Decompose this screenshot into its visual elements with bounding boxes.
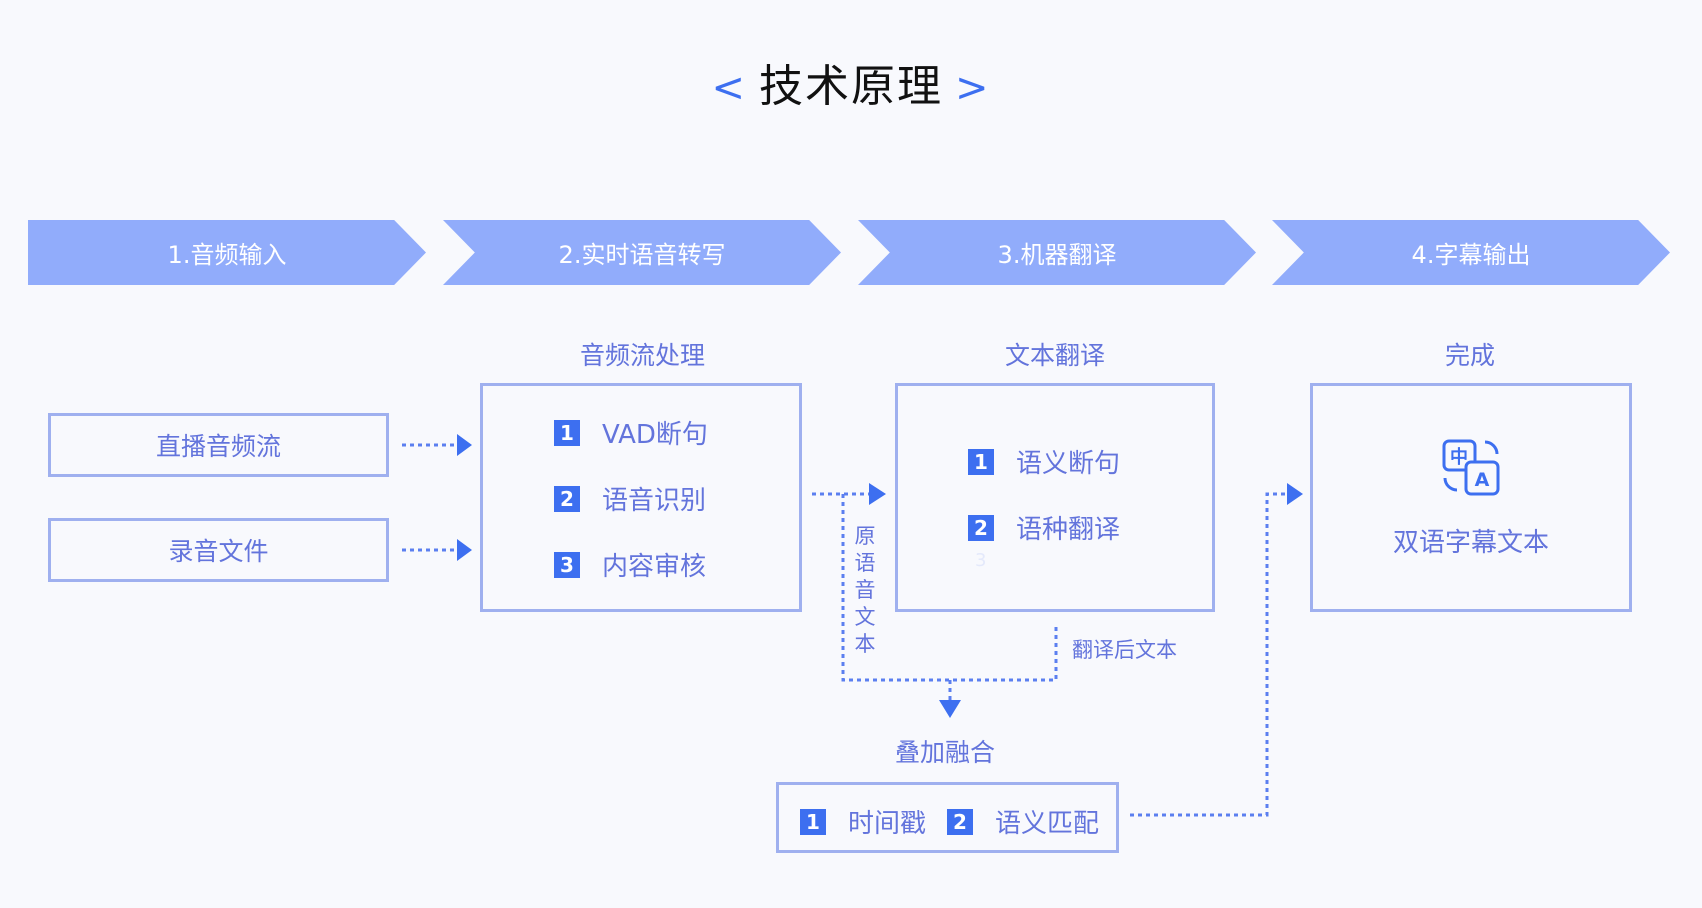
audio-item-review: 3 内容审核 [554, 546, 706, 583]
output-label: 双语字幕文本 [1392, 528, 1549, 558]
faint-number: 3 [975, 550, 987, 571]
number-badge: 1 [554, 419, 580, 446]
translate-icon: 中 A [1441, 438, 1503, 500]
step-audio-input: 1.音频输入 [28, 220, 426, 285]
merge-item-label: 语义匹配 [995, 809, 1100, 839]
section-label-text-translation: 文本翻译 [1004, 341, 1105, 370]
audio-item-recognition: 2 语音识别 [554, 480, 706, 517]
source-live-audio-stream: 直播音频流 [48, 413, 389, 477]
number-badge: 1 [968, 448, 994, 475]
merge-item-label: 时间戳 [848, 809, 927, 839]
number-badge: 2 [554, 485, 580, 512]
section-label-merge: 叠加融合 [894, 738, 995, 767]
right-bracket-icon: > [955, 65, 991, 111]
page-title-text: 技术原理 [759, 61, 943, 112]
audio-item-label: VAD断句 [602, 420, 708, 450]
section-label-audio-stream: 音频流处理 [579, 341, 705, 370]
icon-zh-char: 中 [1450, 446, 1468, 468]
source-recording-file: 录音文件 [48, 518, 389, 582]
number-badge: 2 [947, 808, 973, 835]
step-subtitle-output: 4.字幕输出 [1272, 220, 1670, 285]
step-machine-translation: 3.机器翻译 [858, 220, 1256, 285]
edge-label-translated-text: 翻译后文本 [1072, 638, 1177, 662]
audio-item-label: 内容审核 [602, 552, 707, 582]
number-badge: 1 [800, 808, 826, 835]
translate-item-semantic-segmentation: 1 语义断句 [968, 443, 1120, 480]
merge-item-timestamp: 1 时间戳 [800, 803, 926, 840]
section-label-done: 完成 [1444, 341, 1495, 370]
merge-item-semantic-match: 2 语义匹配 [947, 803, 1099, 840]
step-realtime-transcription: 2.实时语音转写 [443, 220, 841, 285]
number-badge: 3 [554, 551, 580, 578]
number-badge: 2 [968, 514, 994, 541]
translate-item-label: 语种翻译 [1016, 515, 1121, 545]
page-title: < 技术原理 > [0, 50, 1702, 114]
icon-en-char: A [1475, 469, 1490, 491]
output-box [1310, 383, 1632, 612]
translate-item-label: 语义断句 [1016, 449, 1121, 479]
edge-label-original-text: 原语音文本 [854, 524, 876, 656]
audio-processing-box [480, 383, 802, 612]
audio-item-vad: 1 VAD断句 [554, 414, 708, 451]
left-bracket-icon: < [711, 65, 747, 111]
audio-item-label: 语音识别 [602, 486, 707, 516]
translate-item-language-translation: 2 语种翻译 [968, 509, 1120, 546]
translation-box [895, 383, 1215, 612]
